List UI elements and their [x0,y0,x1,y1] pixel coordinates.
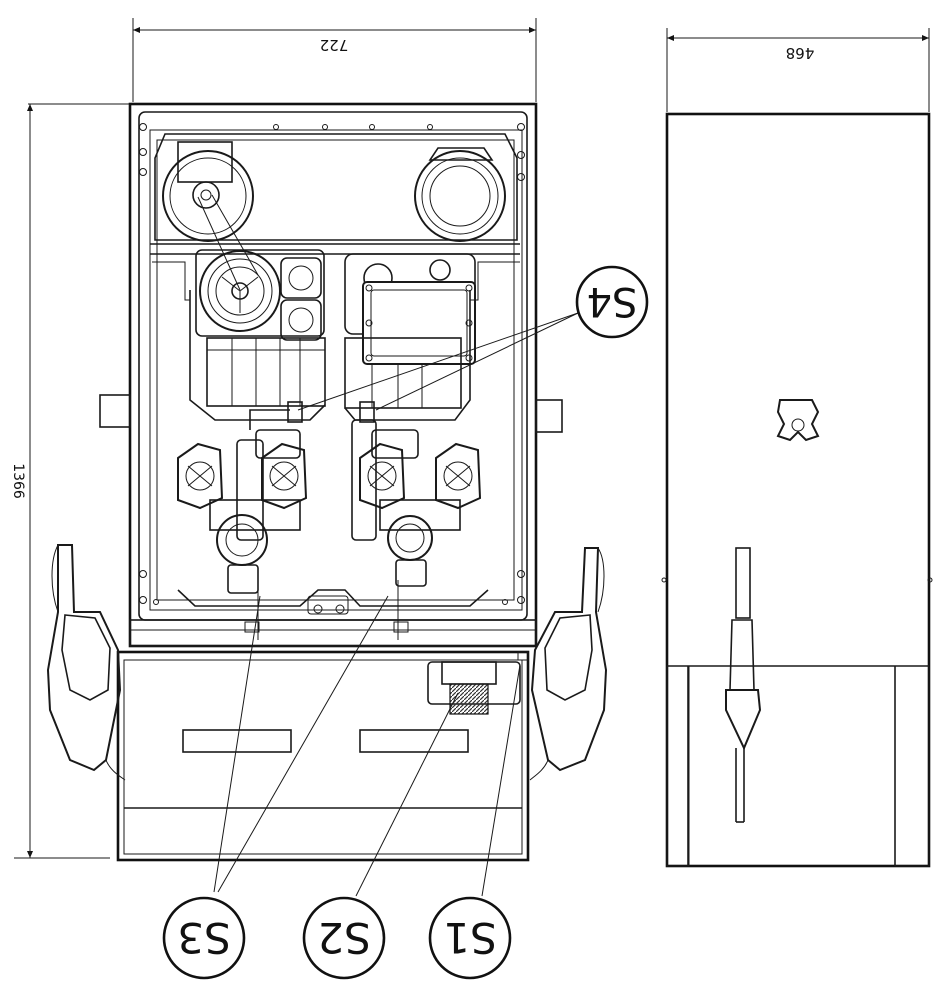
right-valve-block [351,401,482,640]
dimension-front-height: 1366 [10,103,130,859]
callout-s3: S3 [162,896,246,980]
right-motor-assembly [344,253,476,421]
callout-s4: S4 [575,265,649,339]
callout-label-s4: S4 [587,278,638,324]
callout-label-s2: S2 [317,913,370,962]
cabinet-base [116,650,530,862]
dimension-label-side-width: 468 [786,44,815,62]
dimension-label-front-width: 722 [320,36,349,54]
left-top-pulley [162,141,259,291]
base-label-plate-right [359,729,469,753]
cabinet-frame [128,102,538,648]
left-nozzle-holder [46,544,126,781]
right-top-pulley [414,147,506,242]
base-label-plate-left [182,729,292,753]
frame-screws [139,123,525,605]
front-view [46,102,608,862]
left-motor-assembly [189,249,326,421]
dimension-label-front-height: 1366 [10,463,26,499]
dimension-side-width: 468 [666,28,930,112]
right-nozzle-holder [529,547,608,781]
callout-label-s1: S1 [443,913,496,962]
callout-s2: S2 [302,896,386,980]
side-view [661,112,933,868]
dimension-front-width: 722 [132,18,537,102]
side-handle [776,399,820,442]
s2-hatched-block [449,683,489,715]
callout-s1: S1 [428,896,512,980]
cabinet-inner-panel [138,111,528,621]
left-valve-block [177,401,308,640]
callout-leaders [213,312,579,897]
side-nozzle [725,547,762,823]
side-cabinet-outline [665,112,931,868]
callout-label-s3: S3 [177,913,230,962]
